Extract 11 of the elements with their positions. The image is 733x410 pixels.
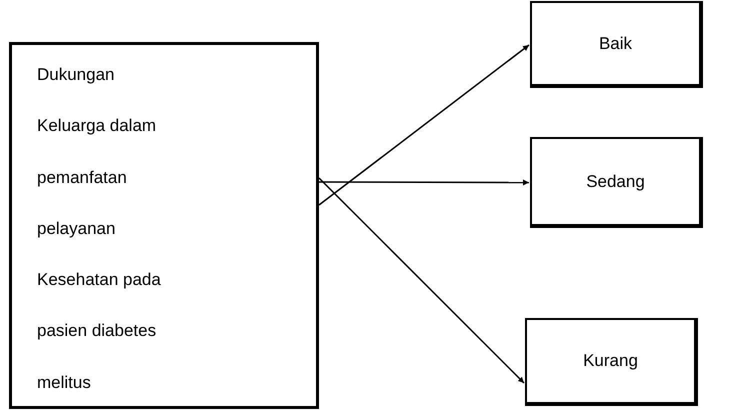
text-box xyxy=(530,1,703,88)
text-box xyxy=(530,137,703,228)
arrow xyxy=(318,177,525,384)
node-label: Dukungan Keluarga dalam pemanfatan pelayanan Kesehatan pada pasien diabetes melitus xyxy=(37,64,162,394)
node-label: Sedang xyxy=(585,172,646,192)
arrow xyxy=(318,44,530,206)
node-label: Baik xyxy=(598,34,634,54)
arrow xyxy=(319,179,529,186)
text-box xyxy=(525,318,698,406)
node-label: Kurang xyxy=(582,351,639,371)
text-box xyxy=(9,42,319,409)
